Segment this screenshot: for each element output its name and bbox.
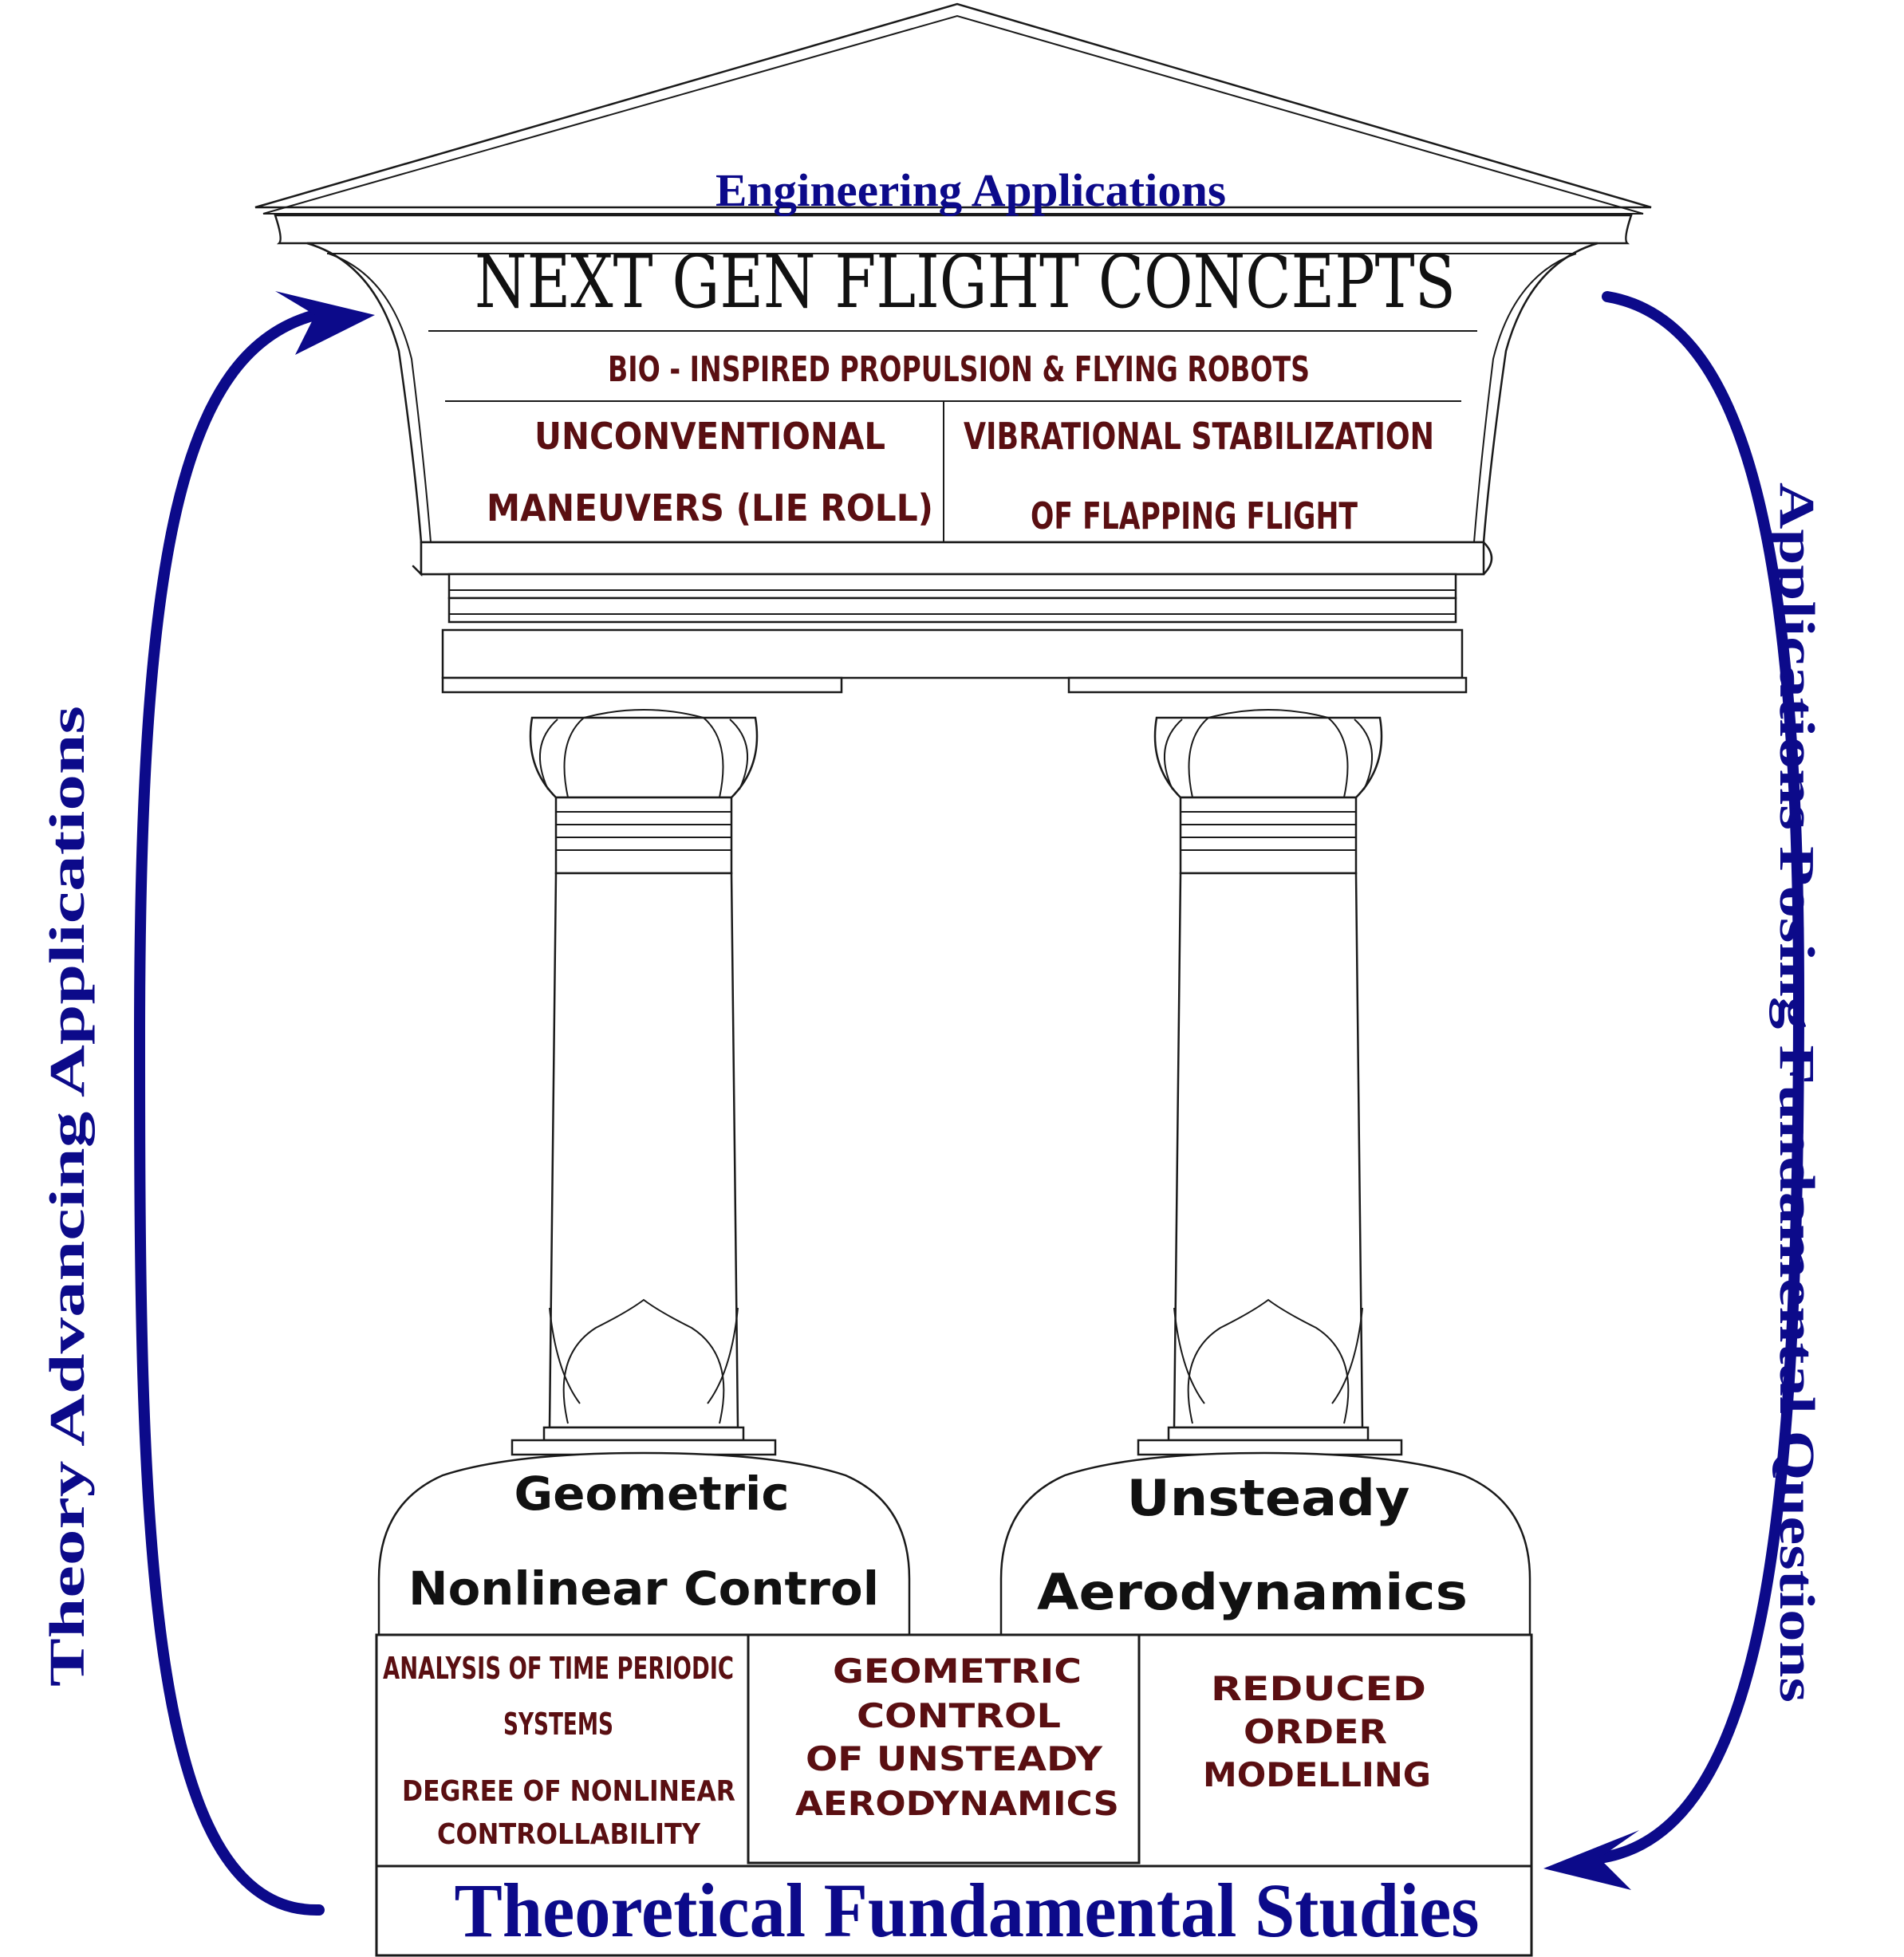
column-left-capital-petal bbox=[563, 709, 724, 798]
bases bbox=[377, 1439, 1531, 1636]
column-left-capital-leaf-left bbox=[539, 719, 558, 790]
arrow-labels: Theory Advancing Applications Applicatio… bbox=[41, 482, 1823, 1703]
column-right-base-leaf-right bbox=[1331, 1307, 1363, 1404]
roof-title: NEXT GEN FLIGHT CONCEPTS bbox=[475, 239, 1456, 325]
column-right-capital-leaf-right bbox=[1354, 719, 1373, 790]
foundation-left-bottom2: CONTROLLABILITY bbox=[437, 1818, 701, 1851]
foundation-middle-line1: GEOMETRIC bbox=[833, 1652, 1082, 1691]
curved-up-arrow-head bbox=[275, 291, 375, 355]
roof-left-line2: MANEUVERS (LIE ROLL) bbox=[487, 486, 933, 530]
base-text: Geometric Nonlinear Control Unsteady Aer… bbox=[408, 1467, 1468, 1621]
roof-row1: BIO - INSPIRED PROPULSION & FLYING ROBOT… bbox=[608, 349, 1310, 390]
left-arrow-label: Theory Advancing Applications bbox=[41, 706, 95, 1687]
column-right-base-petal bbox=[1187, 1298, 1350, 1424]
column-left-base-leaf-right bbox=[707, 1307, 739, 1404]
column-left-neck bbox=[554, 796, 733, 875]
column-right-capital-leaf-left bbox=[1164, 719, 1183, 790]
column-left-capital-leaf-right bbox=[729, 719, 748, 790]
foundation-title: Theoretical Fundamental Studies bbox=[455, 1868, 1480, 1953]
curved-up-arrow-icon bbox=[133, 309, 325, 1916]
foundation-middle-line4: AERODYNAMICS bbox=[795, 1784, 1119, 1823]
roof-left-line1: UNCONVENTIONAL bbox=[534, 415, 885, 458]
base-right-line1: Unsteady bbox=[1127, 1469, 1410, 1527]
pediment bbox=[254, 2, 1652, 544]
right-arrow-label: Applications Posing Fundamental Question… bbox=[1769, 482, 1823, 1703]
base-right-line2: Aerodynamics bbox=[1037, 1563, 1468, 1621]
foundation-middle-line3: OF UNSTEADY bbox=[806, 1739, 1103, 1778]
foundation-left-top1: ANALYSIS OF TIME PERIODIC bbox=[383, 1651, 734, 1686]
column-left-base-leaf-left bbox=[549, 1307, 581, 1404]
base-left-line1: Geometric bbox=[514, 1467, 790, 1521]
column-left-plinth bbox=[542, 1426, 745, 1442]
foundation-left-bottom1: DEGREE OF NONLINEAR bbox=[402, 1775, 735, 1808]
base-left-line2: Nonlinear Control bbox=[408, 1561, 879, 1616]
column-right-plinth bbox=[1167, 1426, 1370, 1442]
entablature bbox=[412, 541, 1493, 694]
roof-subtitle: Engineering Applications bbox=[715, 164, 1226, 216]
foundation-right-line2: ORDER bbox=[1244, 1712, 1387, 1751]
column-right-base-leaf-left bbox=[1173, 1307, 1205, 1404]
roof-right-line1: VIBRATIONAL STABILIZATION bbox=[964, 415, 1434, 458]
curved-down-arrow-icon bbox=[1594, 291, 1805, 1864]
roof-right-line2: OF FLAPPING FLIGHT bbox=[1031, 494, 1358, 537]
column-right-neck bbox=[1179, 796, 1358, 875]
columns bbox=[529, 709, 1383, 1442]
foundation-text: ANALYSIS OF TIME PERIODIC SYSTEMS DEGREE… bbox=[383, 1651, 1480, 1953]
foundation-middle-line2: CONTROL bbox=[857, 1696, 1061, 1735]
column-left-base-petal bbox=[562, 1298, 725, 1424]
foundation bbox=[375, 1633, 1533, 1957]
foundation-right-line1: REDUCED bbox=[1211, 1669, 1426, 1708]
curved-down-arrow-head bbox=[1543, 1830, 1639, 1890]
roof-text: Engineering Applications NEXT GEN FLIGHT… bbox=[475, 164, 1456, 537]
cycle-arrows bbox=[133, 291, 1805, 1916]
foundation-right-line3: MODELLING bbox=[1203, 1755, 1431, 1794]
column-right-capital-petal bbox=[1188, 709, 1349, 798]
foundation-left-top2: SYSTEMS bbox=[503, 1707, 613, 1742]
